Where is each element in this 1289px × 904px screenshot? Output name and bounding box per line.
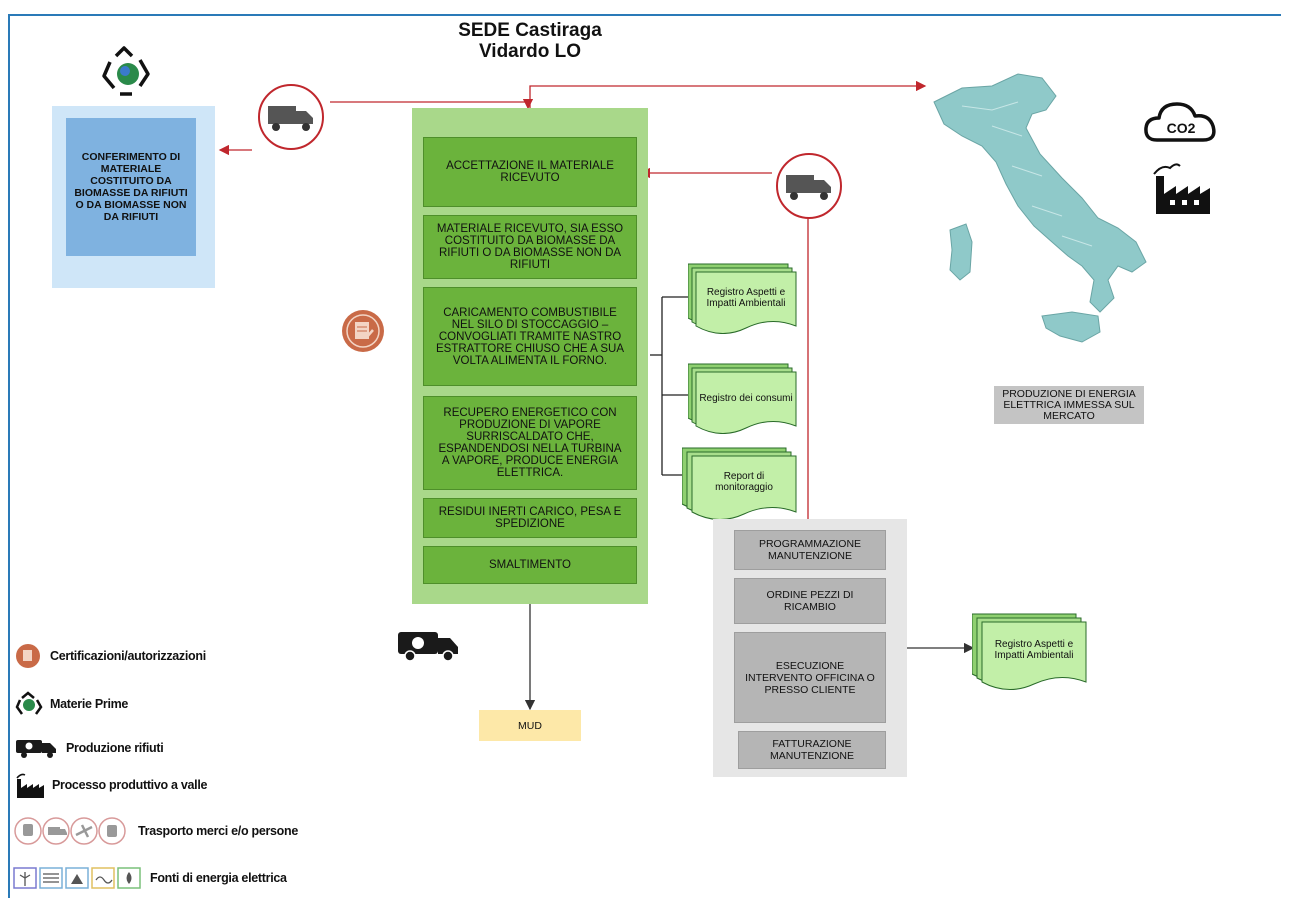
waste-truck-icon — [398, 632, 458, 662]
factory-icon — [16, 773, 44, 798]
doc-register-consumption: Registro dei consumi — [688, 362, 798, 434]
process-step-1: ACCETTAZIONE IL MATERIALE RICEVUTO — [423, 137, 637, 207]
maintenance-step-3: ESECUZIONE INTERVENTO OFFICINA O PRESSO … — [734, 632, 886, 723]
transport-icons — [14, 817, 126, 845]
legend-item-transport: Trasporto merci e/o persone — [12, 815, 298, 847]
legend-item-waste: Produzione rifiuti — [14, 736, 164, 760]
co2-cloud-icon: CO2 — [1144, 102, 1216, 142]
certificate-icon — [16, 644, 40, 668]
process-step-2: MATERIALE RICEVUTO, SIA ESSO COSTITUITO … — [423, 215, 637, 279]
certificate-icon — [342, 310, 384, 352]
legend-item-downstream: Processo produttivo a valle — [14, 770, 207, 800]
doc-monitoring-report: Report di monitoraggio — [682, 446, 798, 520]
truck-icon-2 — [776, 153, 842, 219]
legend-item-energy: Fonti di energia elettrica — [12, 866, 287, 890]
maintenance-step-2: ORDINE PEZZI DI RICAMBIO — [734, 578, 886, 624]
maintenance-step-1: PROGRAMMAZIONE MANUTENZIONE — [734, 530, 886, 570]
truck-icon — [258, 84, 324, 150]
legend-item-raw-materials: Materie Prime — [14, 690, 128, 718]
page-title: SEDE Castiraga Vidardo LO — [458, 20, 602, 62]
output-caption: PRODUZIONE DI ENERGIA ELETTRICA IMMESSA … — [994, 386, 1144, 424]
energy-icons — [13, 867, 141, 889]
co2-label: CO2 — [1167, 120, 1196, 136]
italy-map — [933, 73, 1147, 343]
legend-item-certificates: Certificazioni/autorizzazioni — [14, 642, 206, 670]
doc-maintenance-register: Registro Aspetti e Impatti Ambientali — [972, 612, 1088, 690]
input-box: CONFERIMENTO DI MATERIALE COSTITUITO DA … — [66, 118, 196, 256]
process-step-5: RESIDUI INERTI CARICO, PESA E SPEDIZIONE — [423, 498, 637, 538]
arrow-truck-to-process — [330, 98, 534, 110]
recycle-globe-icon — [15, 691, 43, 715]
process-step-6: SMALTIMENTO — [423, 546, 637, 584]
waste-truck-icon — [16, 740, 56, 758]
doc-register-aspects: Registro Aspetti e Impatti Ambientali — [688, 262, 798, 334]
recycle-globe-icon — [102, 46, 150, 96]
process-step-4: RECUPERO ENERGETICO CON PRODUZIONE DI VA… — [423, 396, 637, 490]
mud-box: MUD — [479, 710, 581, 741]
factory-icon — [1153, 163, 1210, 214]
maintenance-step-4: FATTURAZIONE MANUTENZIONE — [738, 731, 886, 769]
arrow-process-to-italy — [529, 80, 927, 108]
diagram-frame — [8, 14, 1281, 898]
process-step-3: CARICAMENTO COMBUSTIBILE NEL SILO DI STO… — [423, 287, 637, 386]
